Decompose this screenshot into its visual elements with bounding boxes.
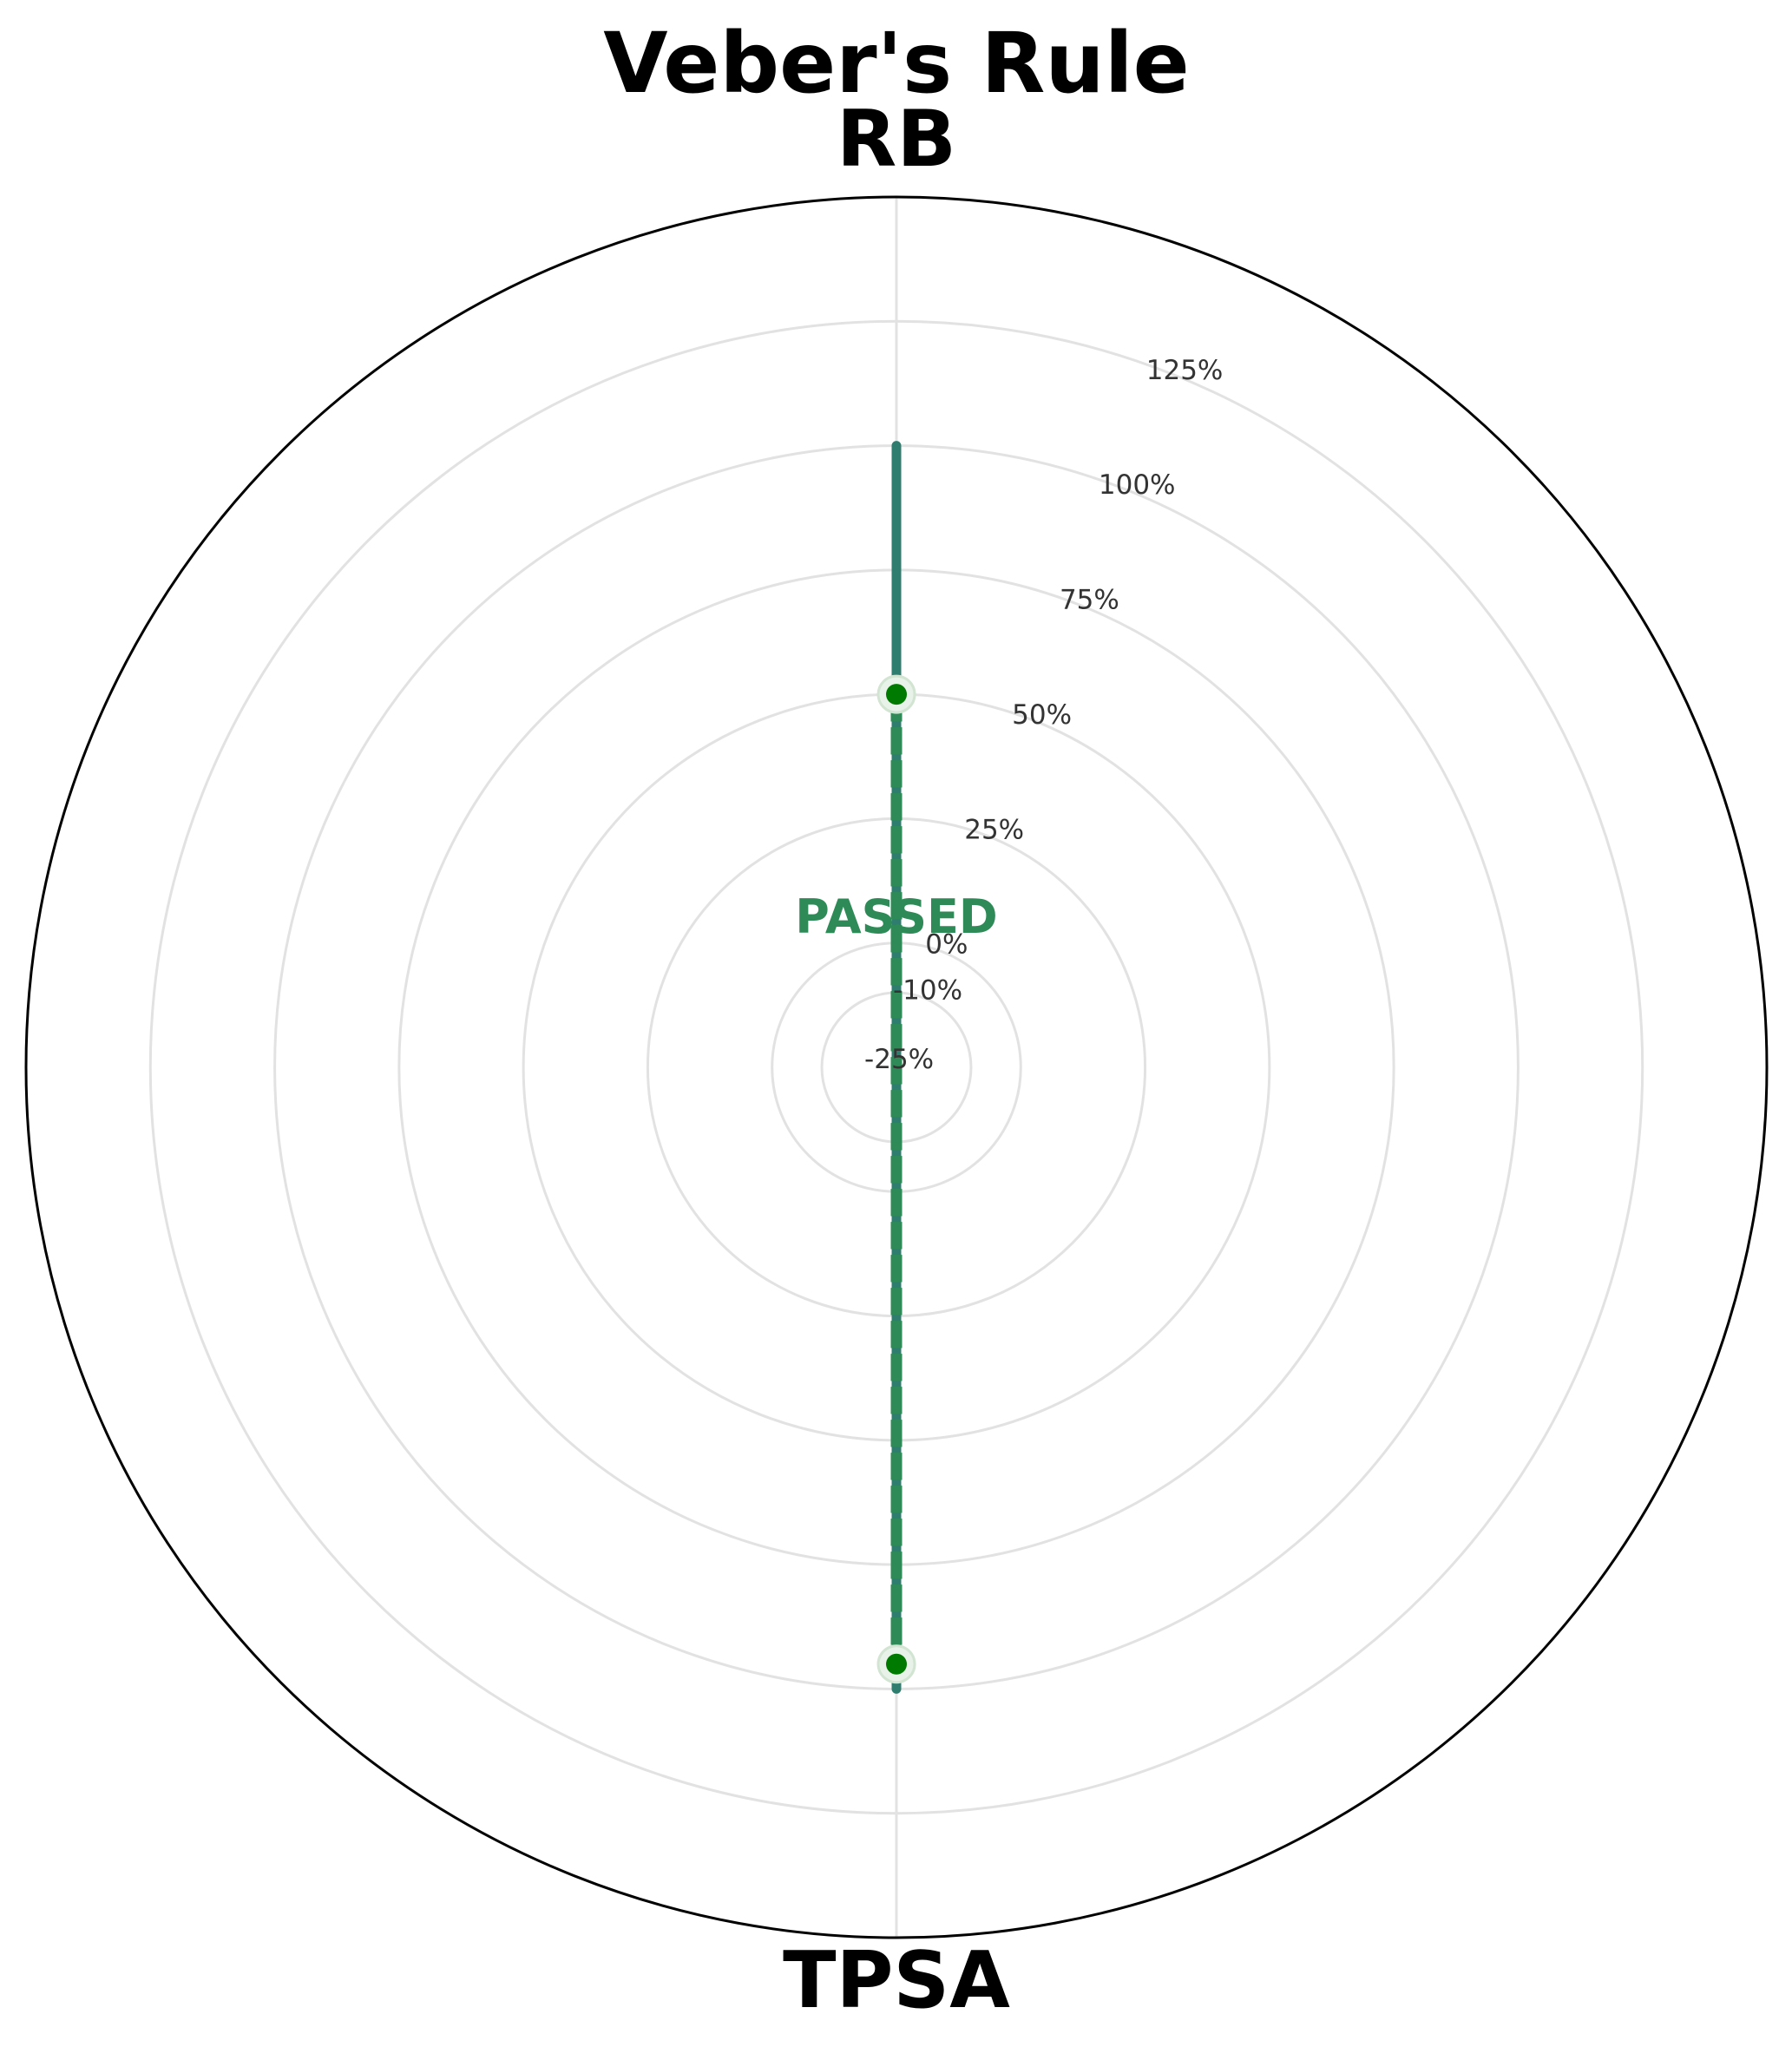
radial-tick-label: -25% <box>864 1044 934 1075</box>
status-label: PASSED <box>795 889 997 944</box>
radial-tick-label: -10% <box>893 975 962 1007</box>
axis-name-tpsa: TPSA <box>783 1935 1010 2026</box>
data-point <box>886 1653 907 1675</box>
radial-tick-label: 125% <box>1146 355 1224 386</box>
axis-name-rb: RB <box>837 94 956 185</box>
chart-title: Veber's Rule <box>603 15 1190 112</box>
radial-tick-label: 75% <box>1060 585 1119 616</box>
data-point <box>886 684 907 705</box>
radial-tick-label: 50% <box>1012 699 1072 731</box>
label-layer: -25% -10% 0% 25% 50% 75% 100% 125% RB TPSA Veber's… <box>603 15 1223 2026</box>
outer-ring <box>24 195 1769 1939</box>
radial-tick-label: 0% <box>925 929 968 961</box>
series-layer <box>876 441 916 1694</box>
radial-tick-label: 100% <box>1099 469 1176 501</box>
radial-tick-label: 25% <box>964 814 1024 845</box>
